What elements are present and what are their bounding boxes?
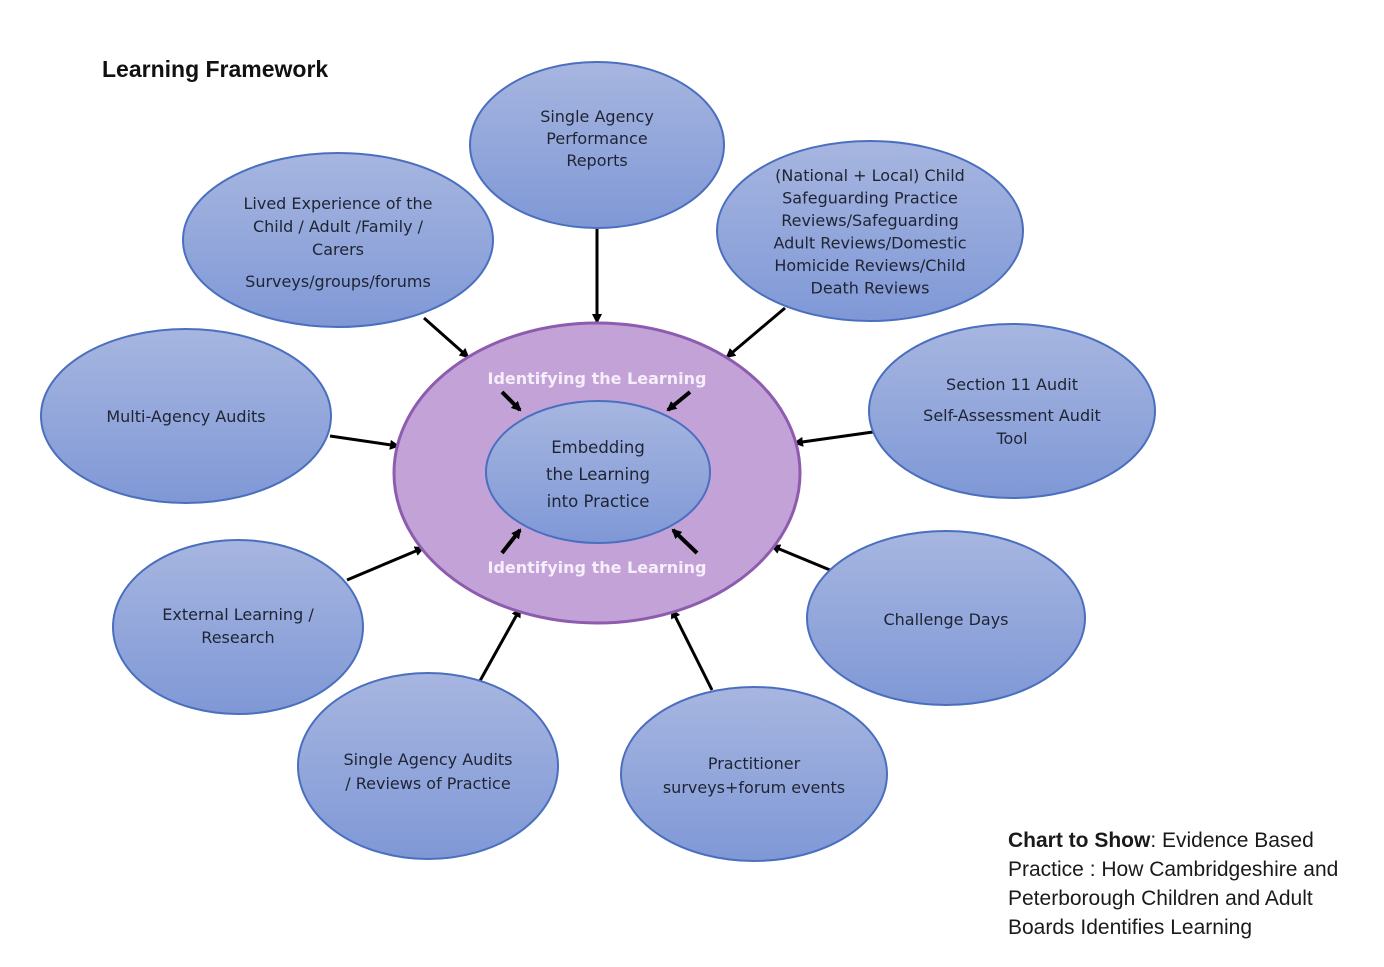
node-label-line: Self-Assessment Audit — [923, 406, 1101, 425]
embedding-learning-label-line: Embedding — [551, 438, 645, 457]
node-label-line: / Reviews of Practice — [345, 774, 510, 793]
node-label-line: Single Agency — [540, 107, 654, 126]
node-label-line: Reviews/Safeguarding — [781, 211, 959, 230]
embedding-learning-label-line: the Learning — [546, 465, 650, 484]
inner-arrow-bottom-right — [671, 528, 699, 555]
node-label-line: (National + Local) Child — [775, 166, 965, 185]
nodes-layer: Single AgencyPerformanceReports(National… — [40, 61, 1156, 862]
embedding-learning-node — [485, 400, 711, 544]
node-external-learning: External Learning / Research — [112, 539, 364, 715]
node-ellipse — [182, 152, 494, 328]
arrows-layer — [329, 228, 874, 691]
ring-label-bottom: Identifying the Learning — [488, 558, 707, 577]
arrow-external-learning — [346, 546, 425, 582]
node-label-line: Practitioner — [708, 754, 801, 773]
arrow-section-11-audit — [793, 430, 874, 447]
ring-label-top: Identifying the Learning — [488, 369, 707, 388]
node-label-line: Carers — [312, 240, 364, 259]
arrow-challenge-days — [770, 544, 831, 572]
node-label-line: Surveys/groups/forums — [245, 272, 431, 291]
inner-arrow-top-right — [666, 390, 692, 412]
node-ellipse — [40, 328, 332, 504]
node-label-line: Lived Experience of the — [244, 194, 433, 213]
node-ellipse — [297, 672, 559, 860]
arrow-national-local-reviews — [725, 306, 786, 359]
node-label-line: Safeguarding Practice — [782, 189, 958, 208]
node-ellipse — [112, 539, 364, 715]
caption-bold: Chart to Show — [1008, 829, 1151, 852]
node-label-line: Single Agency Audits — [343, 750, 512, 769]
embedding-learning-label-line: into Practice — [547, 492, 650, 511]
node-label-line: External Learning / — [162, 605, 314, 624]
node-label-line: Reports — [566, 151, 627, 170]
node-ellipse — [716, 140, 1024, 322]
node-label-line: Death Reviews — [811, 279, 930, 298]
node-label-line: surveys+forum events — [663, 778, 845, 797]
node-label-line: Section 11 Audit — [946, 375, 1078, 394]
caption-text: : Evidence Based Practice : How Cambridg… — [1008, 829, 1339, 939]
node-multi-agency-audits: Multi-Agency Audits — [40, 328, 332, 504]
inner-arrow-top-left — [500, 390, 522, 412]
arrow-multi-agency-audits — [329, 434, 400, 450]
node-ellipse — [806, 530, 1086, 706]
node-challenge-days: Challenge Days — [806, 530, 1086, 706]
node-label-line: Homicide Reviews/Child — [774, 256, 965, 275]
node-label-line: Child / Adult /Family / — [253, 217, 424, 236]
node-label-line: Multi-Agency Audits — [106, 407, 265, 426]
caption: Chart to Show: Evidence Based Practice :… — [1008, 826, 1358, 942]
node-label-line: Adult Reviews/Domestic — [774, 234, 967, 253]
node-label-line: Performance — [546, 129, 647, 148]
node-label-line: Challenge Days — [883, 610, 1008, 629]
node-label-line: Tool — [995, 429, 1027, 448]
node-label-line: Research — [201, 628, 274, 647]
node-ellipse — [469, 61, 725, 229]
node-single-agency-audits: Single Agency Audits / Reviews of Practic… — [297, 672, 559, 860]
node-ellipse — [620, 686, 888, 862]
node-practitioner-surveys: Practitioner surveys+forum events — [620, 686, 888, 862]
arrow-single-agency-audits — [474, 607, 522, 689]
diagram-title: Learning Framework — [102, 56, 329, 82]
arrow-practitioner-surveys — [670, 608, 714, 691]
node-ellipse — [868, 323, 1156, 499]
inner-arrow-bottom-left — [500, 528, 522, 555]
arrow-lived-experience — [423, 316, 470, 359]
